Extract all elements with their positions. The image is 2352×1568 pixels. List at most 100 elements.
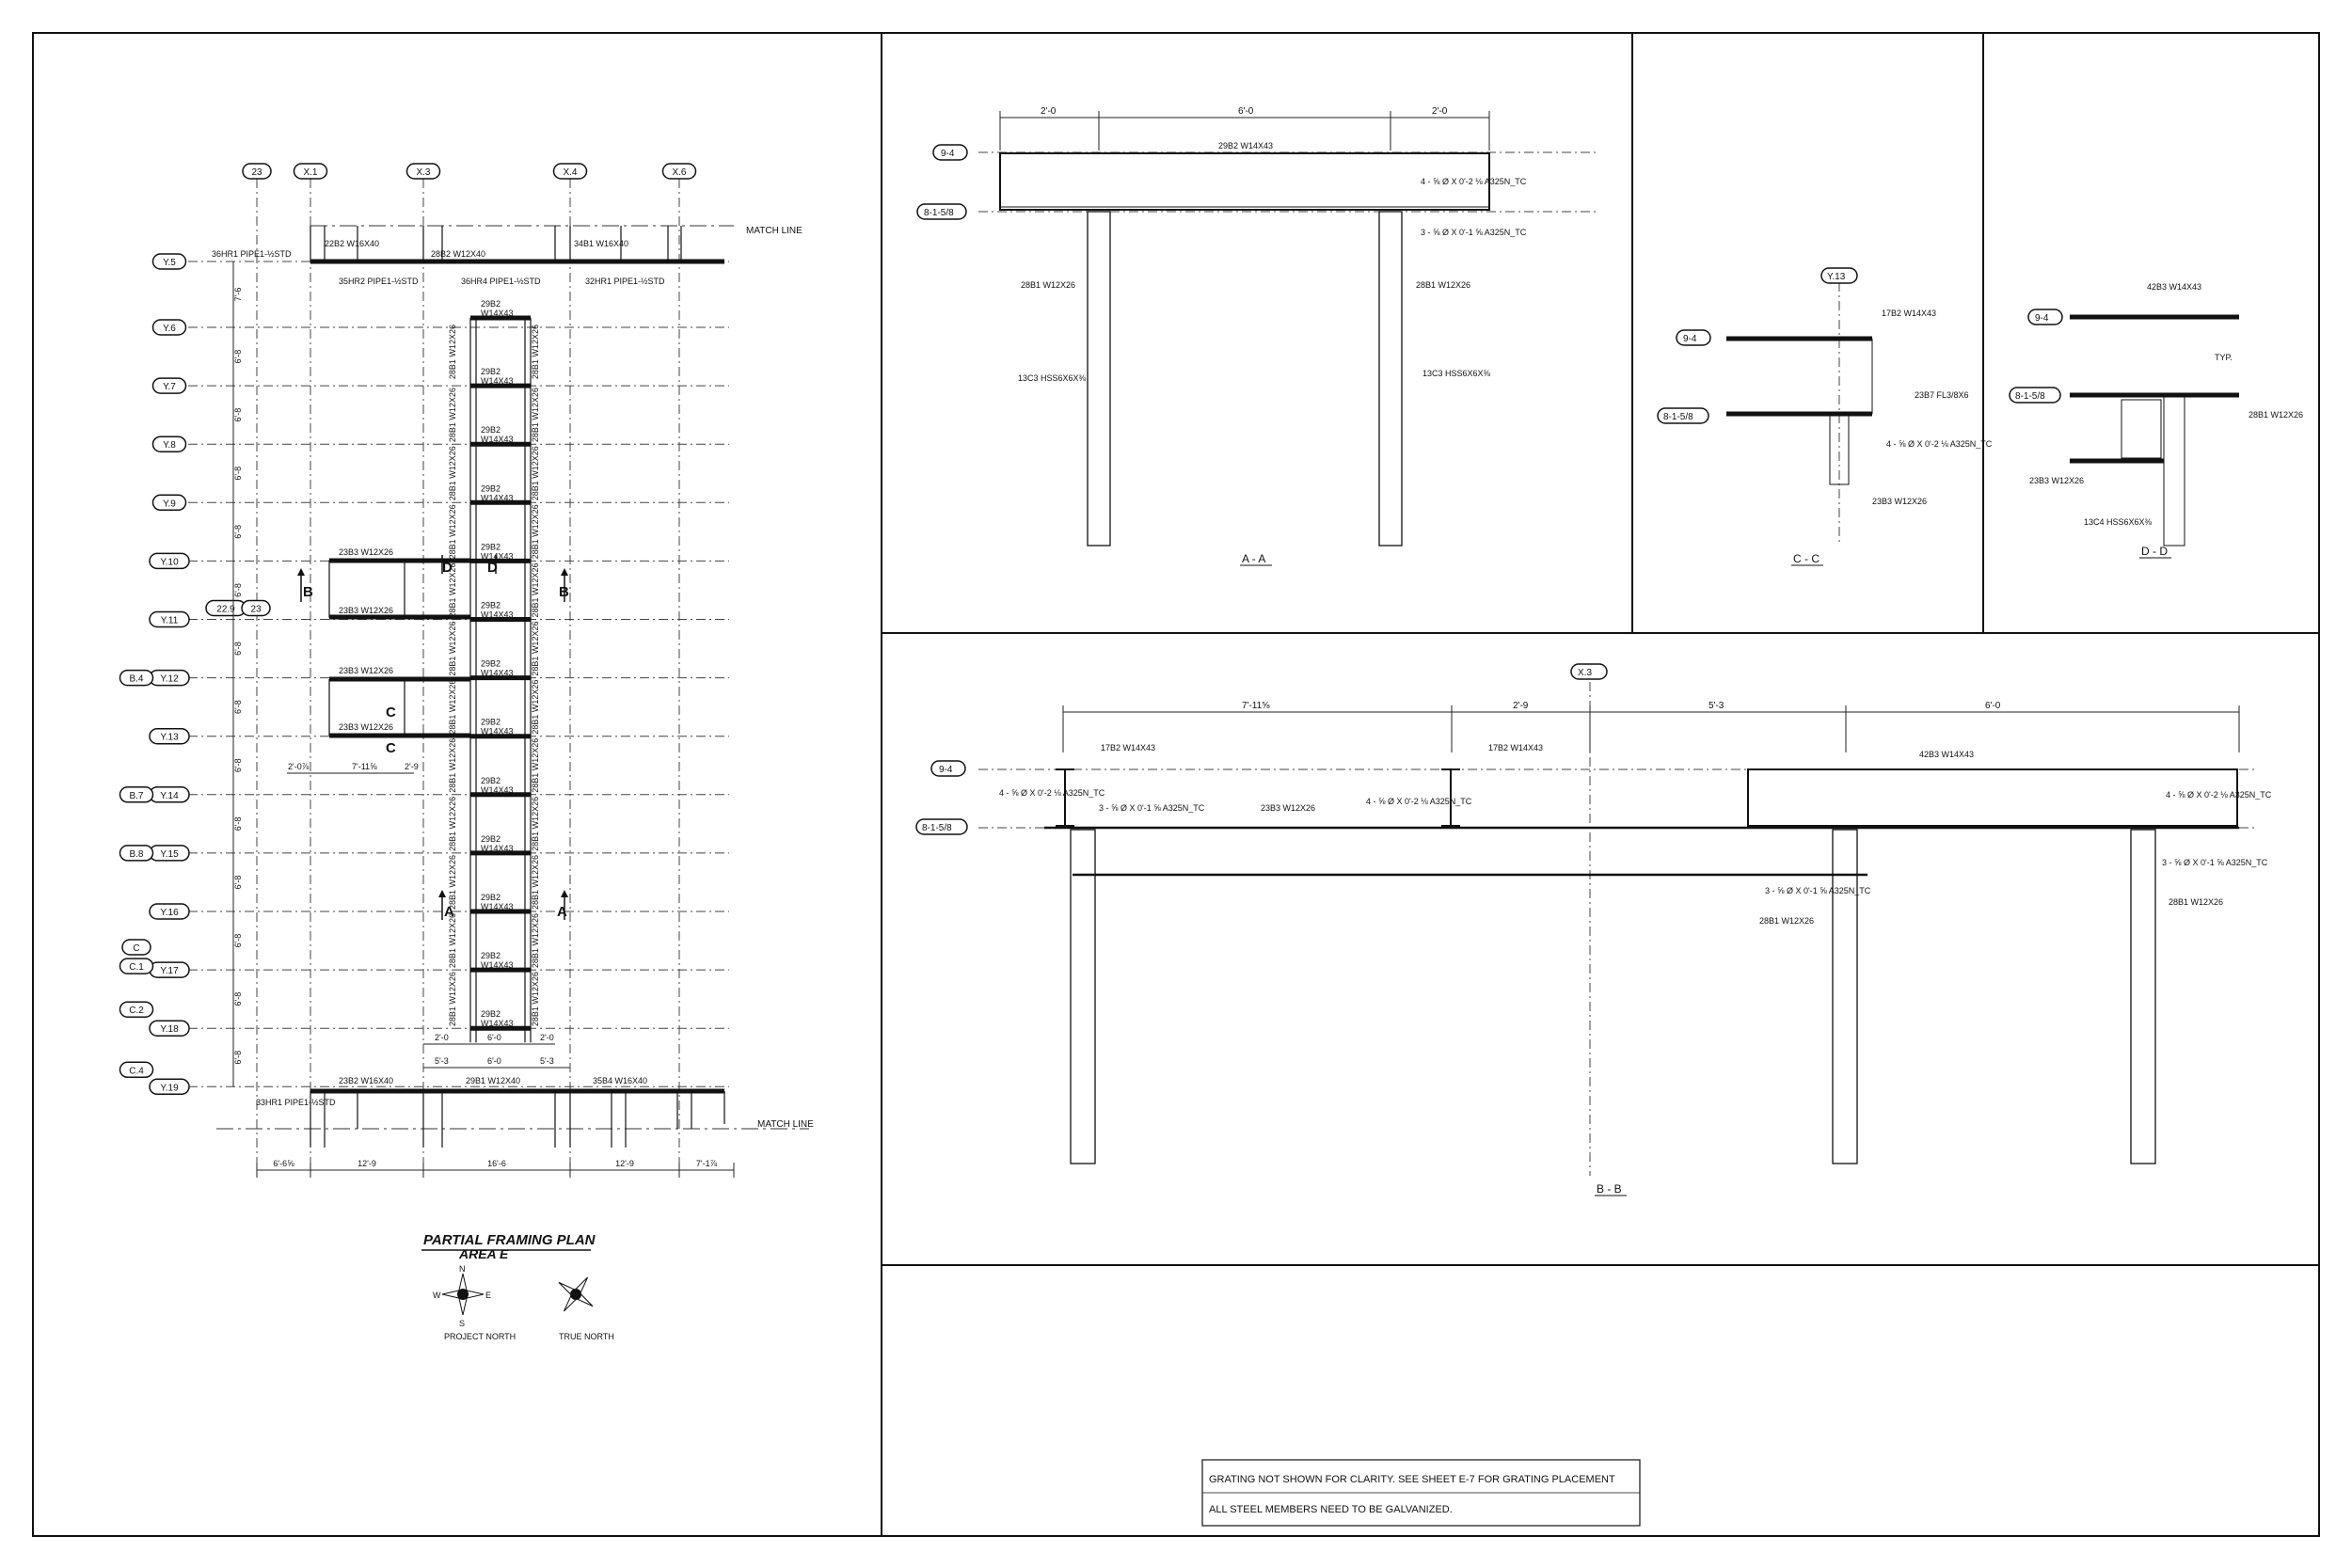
walkway-left-mark-10: 28B1 W12X26 <box>448 855 457 910</box>
note-line-2: ALL STEEL MEMBERS NEED TO BE GALVANIZED. <box>1209 1504 1453 1515</box>
dd-post-tag: 13C4 HSS6X6X⅜ <box>2084 517 2153 527</box>
walkway-beam-size-6: W14X43 <box>481 610 514 620</box>
svg-text:9-4: 9-4 <box>1683 334 1697 344</box>
dd-label: D - D <box>2141 545 2168 558</box>
svg-text:Y.13: Y.13 <box>160 733 179 743</box>
pipe-tag-5: 33HR1 PIPE1-½STD <box>256 1098 336 1107</box>
aa-bolt-1: 4 - ⅝ Ø X 0'-2 ⅛ A325N_TC <box>1421 177 1527 186</box>
walkway-beam-mark-9: 29B2 <box>481 776 501 785</box>
walkway-beam-mark-10: 29B2 <box>481 834 501 844</box>
dd-side-tag: 23B3 W12X26 <box>2029 476 2084 485</box>
walkway-beam-mark-5: 29B2 <box>481 542 501 551</box>
walkway-beam-mark-12: 29B2 <box>481 951 501 960</box>
svg-text:Y.9: Y.9 <box>163 499 176 509</box>
grid-bubble-extra-2: B.4 <box>119 669 154 687</box>
section-mark-b-left[interactable]: B <box>297 568 313 602</box>
compass-n: N <box>459 1264 466 1274</box>
walkway-beam-mark-3: 29B2 <box>481 425 501 435</box>
svg-text:Y.14: Y.14 <box>160 791 179 801</box>
dd-post <box>2163 394 2185 546</box>
true-north-compass: TRUE NORTH <box>558 1276 614 1341</box>
walkway-beam-size-4: W14X43 <box>481 493 514 502</box>
aa-level-top-tag: 9-4 <box>932 144 968 161</box>
section-mark-c-top[interactable]: C <box>386 705 396 721</box>
compass-s: S <box>459 1319 465 1328</box>
match-line-bottom-label: MATCH LINE <box>757 1119 814 1130</box>
row-dim-10: 6'-8 <box>233 876 243 890</box>
svg-text:X.6: X.6 <box>672 167 686 178</box>
svg-text:23: 23 <box>250 605 262 615</box>
dd-level-top-tag: 9-4 <box>2027 309 2063 325</box>
svg-text:A: A <box>557 904 567 920</box>
bb-tag-6: 28B1 W12X26 <box>2169 897 2223 907</box>
aa-level-bot-tag: 8-1-5/8 <box>916 203 967 220</box>
svg-text:Y.18: Y.18 <box>160 1024 179 1035</box>
cc-col-tag: 23B3 W12X26 <box>1872 497 1927 506</box>
bb-dim-1: 7'-11⅝ <box>1242 701 1270 711</box>
bb-tag-3: 42B3 W14X43 <box>1919 750 1974 759</box>
walkway-left-mark-12: 28B1 W12X26 <box>448 972 457 1026</box>
aa-label: A - A <box>1242 552 1265 565</box>
svg-text:X.3: X.3 <box>416 167 430 178</box>
walkway-beam-mark-8: 29B2 <box>481 718 501 727</box>
top-beam-tag-3: 34B1 W16X40 <box>574 239 628 248</box>
bb-tag-4: 23B3 W12X26 <box>1261 803 1315 813</box>
cc-level-top-tag: 9-4 <box>1676 329 1711 346</box>
left-dim-2: 7'-11⅝ <box>352 762 377 771</box>
row-dim-3: 6'-8 <box>233 467 243 481</box>
bottom-dim-3: 12'-9 <box>615 1159 634 1168</box>
bb-tag-2: 17B2 W14X43 <box>1488 743 1543 752</box>
svg-text:Y.6: Y.6 <box>163 324 176 334</box>
bb-bolt-2: 3 - ⅝ Ø X 0'-1 ⅝ A325N_TC <box>1099 803 1205 813</box>
svg-text:8-1-5/8: 8-1-5/8 <box>924 208 954 218</box>
section-mark-a-left[interactable]: A <box>438 890 454 920</box>
aa-column-left <box>1087 211 1111 546</box>
walkway-beam-size-8: W14X43 <box>481 727 514 736</box>
bb-bolt-4: 3 - ⅝ Ø X 0'-1 ⅝ A325N_TC <box>1765 886 1871 895</box>
grid-bubble-Y.14: Y.14 <box>149 786 190 803</box>
walkway-left-mark-2: 28B1 W12X26 <box>448 388 457 442</box>
row-dim-11: 6'-8 <box>233 934 243 948</box>
walkway-right-mark-12: 28B1 W12X26 <box>531 972 540 1026</box>
row-dim-13: 6'-8 <box>233 1051 243 1065</box>
grid-bubble-Y.5: Y.5 <box>151 253 187 270</box>
row-dim-12: 6'-8 <box>233 992 243 1006</box>
grid-bubble-Y.6: Y.6 <box>151 319 187 336</box>
section-mark-d-right[interactable]: D <box>487 555 498 576</box>
cc-plate-tag: 23B7 FL3/8X6 <box>1915 390 1969 400</box>
svg-text:C.1: C.1 <box>129 962 144 973</box>
walkway-beam-size-10: W14X43 <box>481 844 514 853</box>
platform-c-tag-1: 23B3 W12X26 <box>339 666 393 675</box>
walkway-left-mark-4: 28B1 W12X26 <box>448 504 457 559</box>
bb-dim-3: 5'-3 <box>1708 701 1724 711</box>
walkway-beam-mark-2: 29B2 <box>481 367 501 376</box>
section-mark-a-right[interactable]: A <box>557 890 568 920</box>
bb-label: B - B <box>1597 1182 1622 1196</box>
walkway-right-mark-2: 28B1 W12X26 <box>531 388 540 442</box>
bb-bolt-5: 4 - ⅝ Ø X 0'-2 ⅛ A325N_TC <box>2166 790 2272 800</box>
walkway-right-mark-9: 28B1 W12X26 <box>531 797 540 851</box>
svg-text:C.4: C.4 <box>129 1066 144 1076</box>
row-dim-1: 6'-8 <box>233 350 243 364</box>
svg-text:A: A <box>444 904 454 920</box>
grid-bubble-extra-8: C.4 <box>119 1061 154 1079</box>
svg-text:9-4: 9-4 <box>941 149 955 159</box>
walkway-beam-size-11: W14X43 <box>481 902 514 911</box>
section-mark-c-bottom[interactable]: C <box>386 740 396 756</box>
pipe-tag-4: 32HR1 PIPE1-½STD <box>585 277 665 286</box>
walkway-left-mark-6: 28B1 W12X26 <box>448 622 457 676</box>
bb-tag-5: 28B1 W12X26 <box>1759 916 1814 926</box>
grid-bubble-Y.19: Y.19 <box>149 1078 190 1096</box>
walkway-beam-size-9: W14X43 <box>481 785 514 795</box>
grid-bubble-Y.15: Y.15 <box>149 845 190 862</box>
section-mark-b-right[interactable]: B <box>559 568 569 602</box>
section-mark-d-left[interactable]: D <box>441 555 453 576</box>
bottom-beam-tag-2: 29B1 W12X40 <box>466 1076 520 1085</box>
grid-bubble-extra-7: C.2 <box>119 1001 154 1018</box>
walkway-left-mark-1: 28B1 W12X26 <box>448 325 457 379</box>
walkway-beam-mark-4: 29B2 <box>481 483 501 493</box>
note-line-1: GRATING NOT SHOWN FOR CLARITY. SEE SHEET… <box>1209 1474 1615 1485</box>
svg-text:Y.13: Y.13 <box>1827 272 1846 282</box>
